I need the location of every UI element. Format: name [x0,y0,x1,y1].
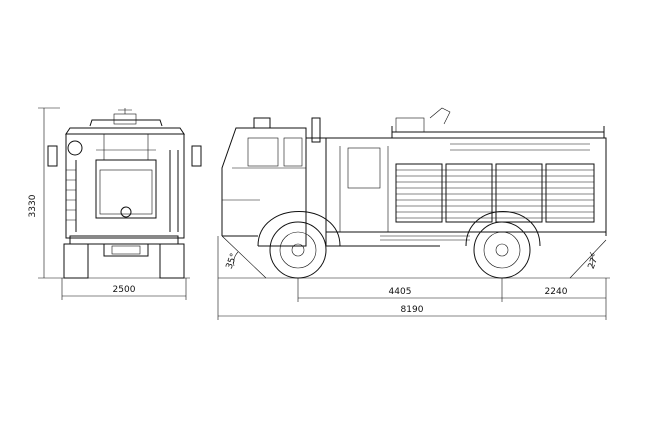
rear-overhang-dimension: 2240 [545,287,568,297]
front-view [47,108,202,279]
height-dimension: 3330 [28,194,38,217]
front-wheel [269,221,327,279]
wheelbase-dimension: 4405 [389,287,412,297]
dimension-lines [38,107,607,320]
width-dimension: 2500 [113,285,136,295]
departure-angle: 27° [587,252,602,270]
approach-angle: 35° [225,252,240,270]
overall-length-dimension: 8190 [401,305,424,315]
side-view [218,107,610,279]
rear-wheel [473,221,531,279]
roller-shutters [395,163,595,223]
